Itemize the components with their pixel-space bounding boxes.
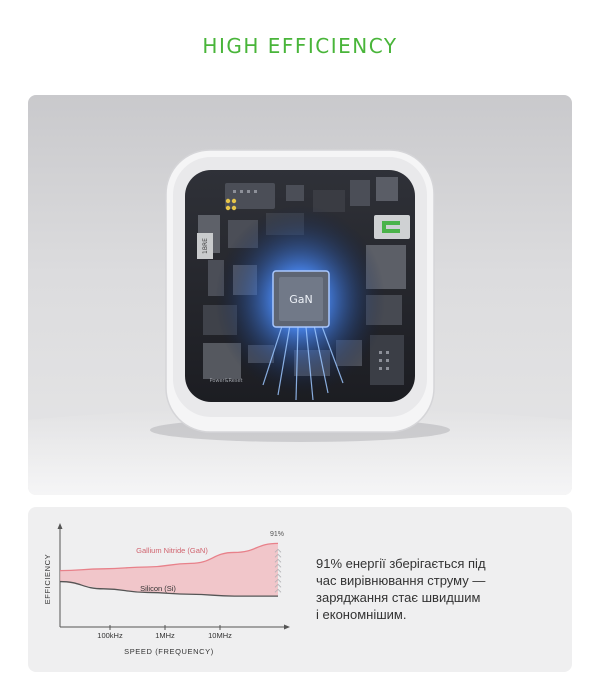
silicon-line xyxy=(59,580,278,597)
gap-chevron xyxy=(274,563,282,568)
gan-area xyxy=(60,543,278,597)
y-axis-label: EFFICIENCY xyxy=(43,554,52,605)
x-tick-label: 1MHz xyxy=(155,631,175,640)
gap-chevron xyxy=(274,558,282,563)
module-a-label: 1BRE xyxy=(202,238,209,254)
hero-image: 1BRE GaN Power&Reset xyxy=(28,95,572,495)
description-text: 91% енергії зберігається під час вирівню… xyxy=(316,556,486,622)
module-b-label: Power&Reset xyxy=(210,378,243,384)
gap-chevron xyxy=(274,573,282,578)
charger-illustration: 1BRE GaN Power&Reset xyxy=(28,149,572,495)
series-label-si: Silicon (Si) xyxy=(140,584,176,593)
x-tick-label: 10MHz xyxy=(208,631,232,640)
x-axis-label: SPEED (FREQUENCY) xyxy=(124,647,214,656)
gap-chevron xyxy=(274,553,282,558)
headline: HIGH EFFICIENCY xyxy=(202,34,398,58)
x-tick-label: 100kHz xyxy=(97,631,123,640)
gap-chevron xyxy=(274,578,282,583)
efficiency-panel: 100kHz 1MHz 10MHz EFFICIENCY SPEED (FREQUE… xyxy=(28,507,572,672)
gap-chevron xyxy=(274,583,282,588)
module-green xyxy=(374,215,410,239)
efficiency-chart: 100kHz 1MHz 10MHz EFFICIENCY SPEED (FREQUE… xyxy=(43,523,290,656)
gan-chip-label: GaN xyxy=(289,293,313,306)
series-label-gan: Gallium Nitride (GaN) xyxy=(136,546,208,555)
gap-chevron xyxy=(274,548,282,553)
peak-annotation: 91% xyxy=(270,531,284,538)
gan-line xyxy=(59,542,279,572)
gap-chevron xyxy=(274,588,282,593)
gap-chevron xyxy=(274,568,282,573)
